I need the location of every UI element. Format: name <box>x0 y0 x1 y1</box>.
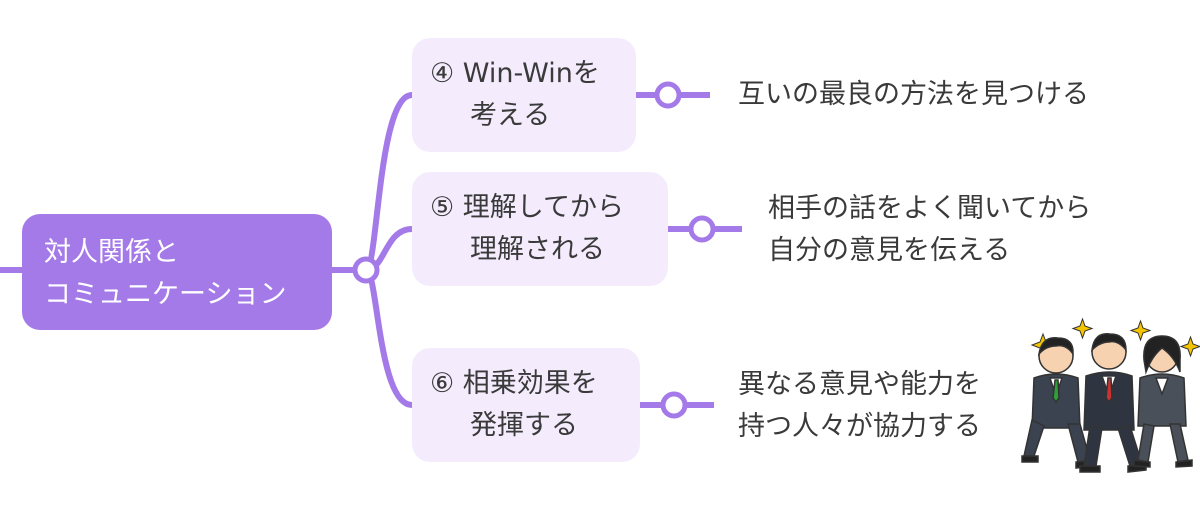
branch-topic-synergy: ⑥ 相乗効果を 発揮する <box>412 348 640 462</box>
branch-topic-line-1: ⑥ 相乗効果を <box>430 368 598 399</box>
leaf-text-understand: 相手の話をよく聞いてから 自分の意見を伝える <box>768 188 1091 272</box>
root-topic-line-2: コミュニケーション <box>44 279 287 310</box>
leaf-text-synergy: 異なる意見や能力を 持つ人々が協力する <box>738 364 981 448</box>
businessman-icon <box>1079 333 1147 473</box>
branch-topic-line-1: ④ Win-Winを <box>430 58 600 89</box>
leaf-text-line: 相手の話をよく聞いてから <box>768 193 1092 224</box>
branch-topic-win-win: ④ Win-Winを 考える <box>412 38 636 152</box>
branch-topic-understand: ⑤ 理解してから 理解される <box>412 172 668 286</box>
businesswoman-icon <box>1133 335 1193 468</box>
leaf-node-1 <box>654 81 682 109</box>
leaf-text-line: 自分の意見を伝える <box>768 235 1011 266</box>
leaf-node-3 <box>660 391 688 419</box>
branch-topic-line-2: 考える <box>470 100 551 131</box>
branch-topic-line-2: 理解される <box>470 234 605 265</box>
branch-topic-line-2: 発揮する <box>470 410 578 441</box>
business-team-running-illustration <box>1021 317 1200 473</box>
leaf-text-line: 持つ人々が協力する <box>738 411 981 442</box>
root-topic: 対人関係と コミュニケーション <box>22 214 332 330</box>
branch-topic-line-1: ⑤ 理解してから <box>430 192 624 223</box>
leaf-text-line: 異なる意見や能力を <box>738 369 981 400</box>
root-junction-node <box>352 256 380 284</box>
leaf-node-2 <box>688 215 716 243</box>
branch-link-3 <box>363 267 413 408</box>
leaf-text-win-win: 互いの最良の方法を見つける <box>738 74 1089 116</box>
leaf-text-line: 互いの最良の方法を見つける <box>738 79 1089 110</box>
businessman-icon <box>1021 337 1095 469</box>
root-topic-line-1: 対人関係と <box>44 237 179 268</box>
